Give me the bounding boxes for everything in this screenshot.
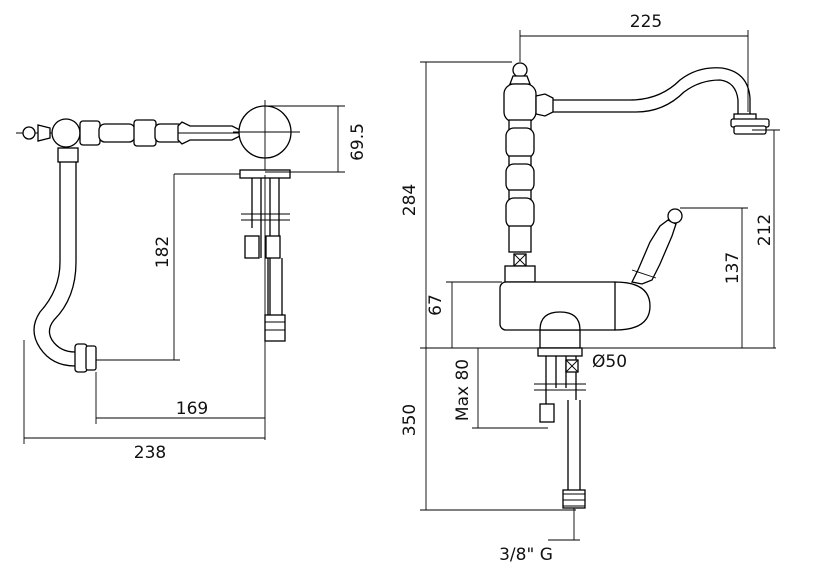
label-238: 238 [134, 443, 166, 463]
dimension-67: 67 [426, 281, 502, 348]
valve-body [499, 281, 651, 349]
dimension-182: 182 [96, 173, 240, 361]
label-67: 67 [426, 294, 446, 316]
label-169: 169 [176, 399, 208, 419]
connection-label: 3/8" G [499, 508, 580, 565]
side-view: 225 284 67 137 212 [400, 12, 780, 565]
dimension-137: 137 [680, 207, 748, 348]
mounting-assembly [534, 347, 586, 509]
label-69-5: 69.5 [348, 123, 368, 161]
dimension-350: 350 [400, 348, 576, 511]
label-182: 182 [153, 236, 173, 268]
lever-handle-top [177, 121, 242, 145]
top-view: 69.5 182 169 238 [16, 100, 368, 463]
dimension-238: 238 [23, 340, 265, 463]
spout-arm [535, 67, 770, 135]
spout-body-top [51, 118, 190, 148]
label-212: 212 [755, 214, 775, 246]
top-knob [509, 62, 531, 85]
lever-handle [631, 208, 683, 285]
label-225: 225 [630, 12, 662, 32]
dimension-169: 169 [95, 175, 266, 440]
spout-column [503, 83, 537, 283]
spout-arm-top [33, 147, 97, 373]
dimension-225: 225 [519, 12, 749, 112]
label-diameter-50: Ø50 [592, 352, 627, 372]
handle-knob-top [16, 124, 56, 142]
dimension-69-5: 69.5 [265, 105, 368, 173]
dimension-284: 284 [400, 61, 512, 348]
dimension-212: 212 [752, 129, 780, 348]
label-350: 350 [400, 404, 420, 436]
valve-body-top [233, 100, 300, 179]
label-max-80: Max 80 [453, 359, 473, 421]
label-137: 137 [723, 252, 743, 284]
dimension-max-80: Max 80 [453, 348, 548, 429]
supply-hoses-top [241, 178, 290, 342]
label-connection: 3/8" G [499, 545, 553, 565]
label-284: 284 [400, 184, 420, 216]
